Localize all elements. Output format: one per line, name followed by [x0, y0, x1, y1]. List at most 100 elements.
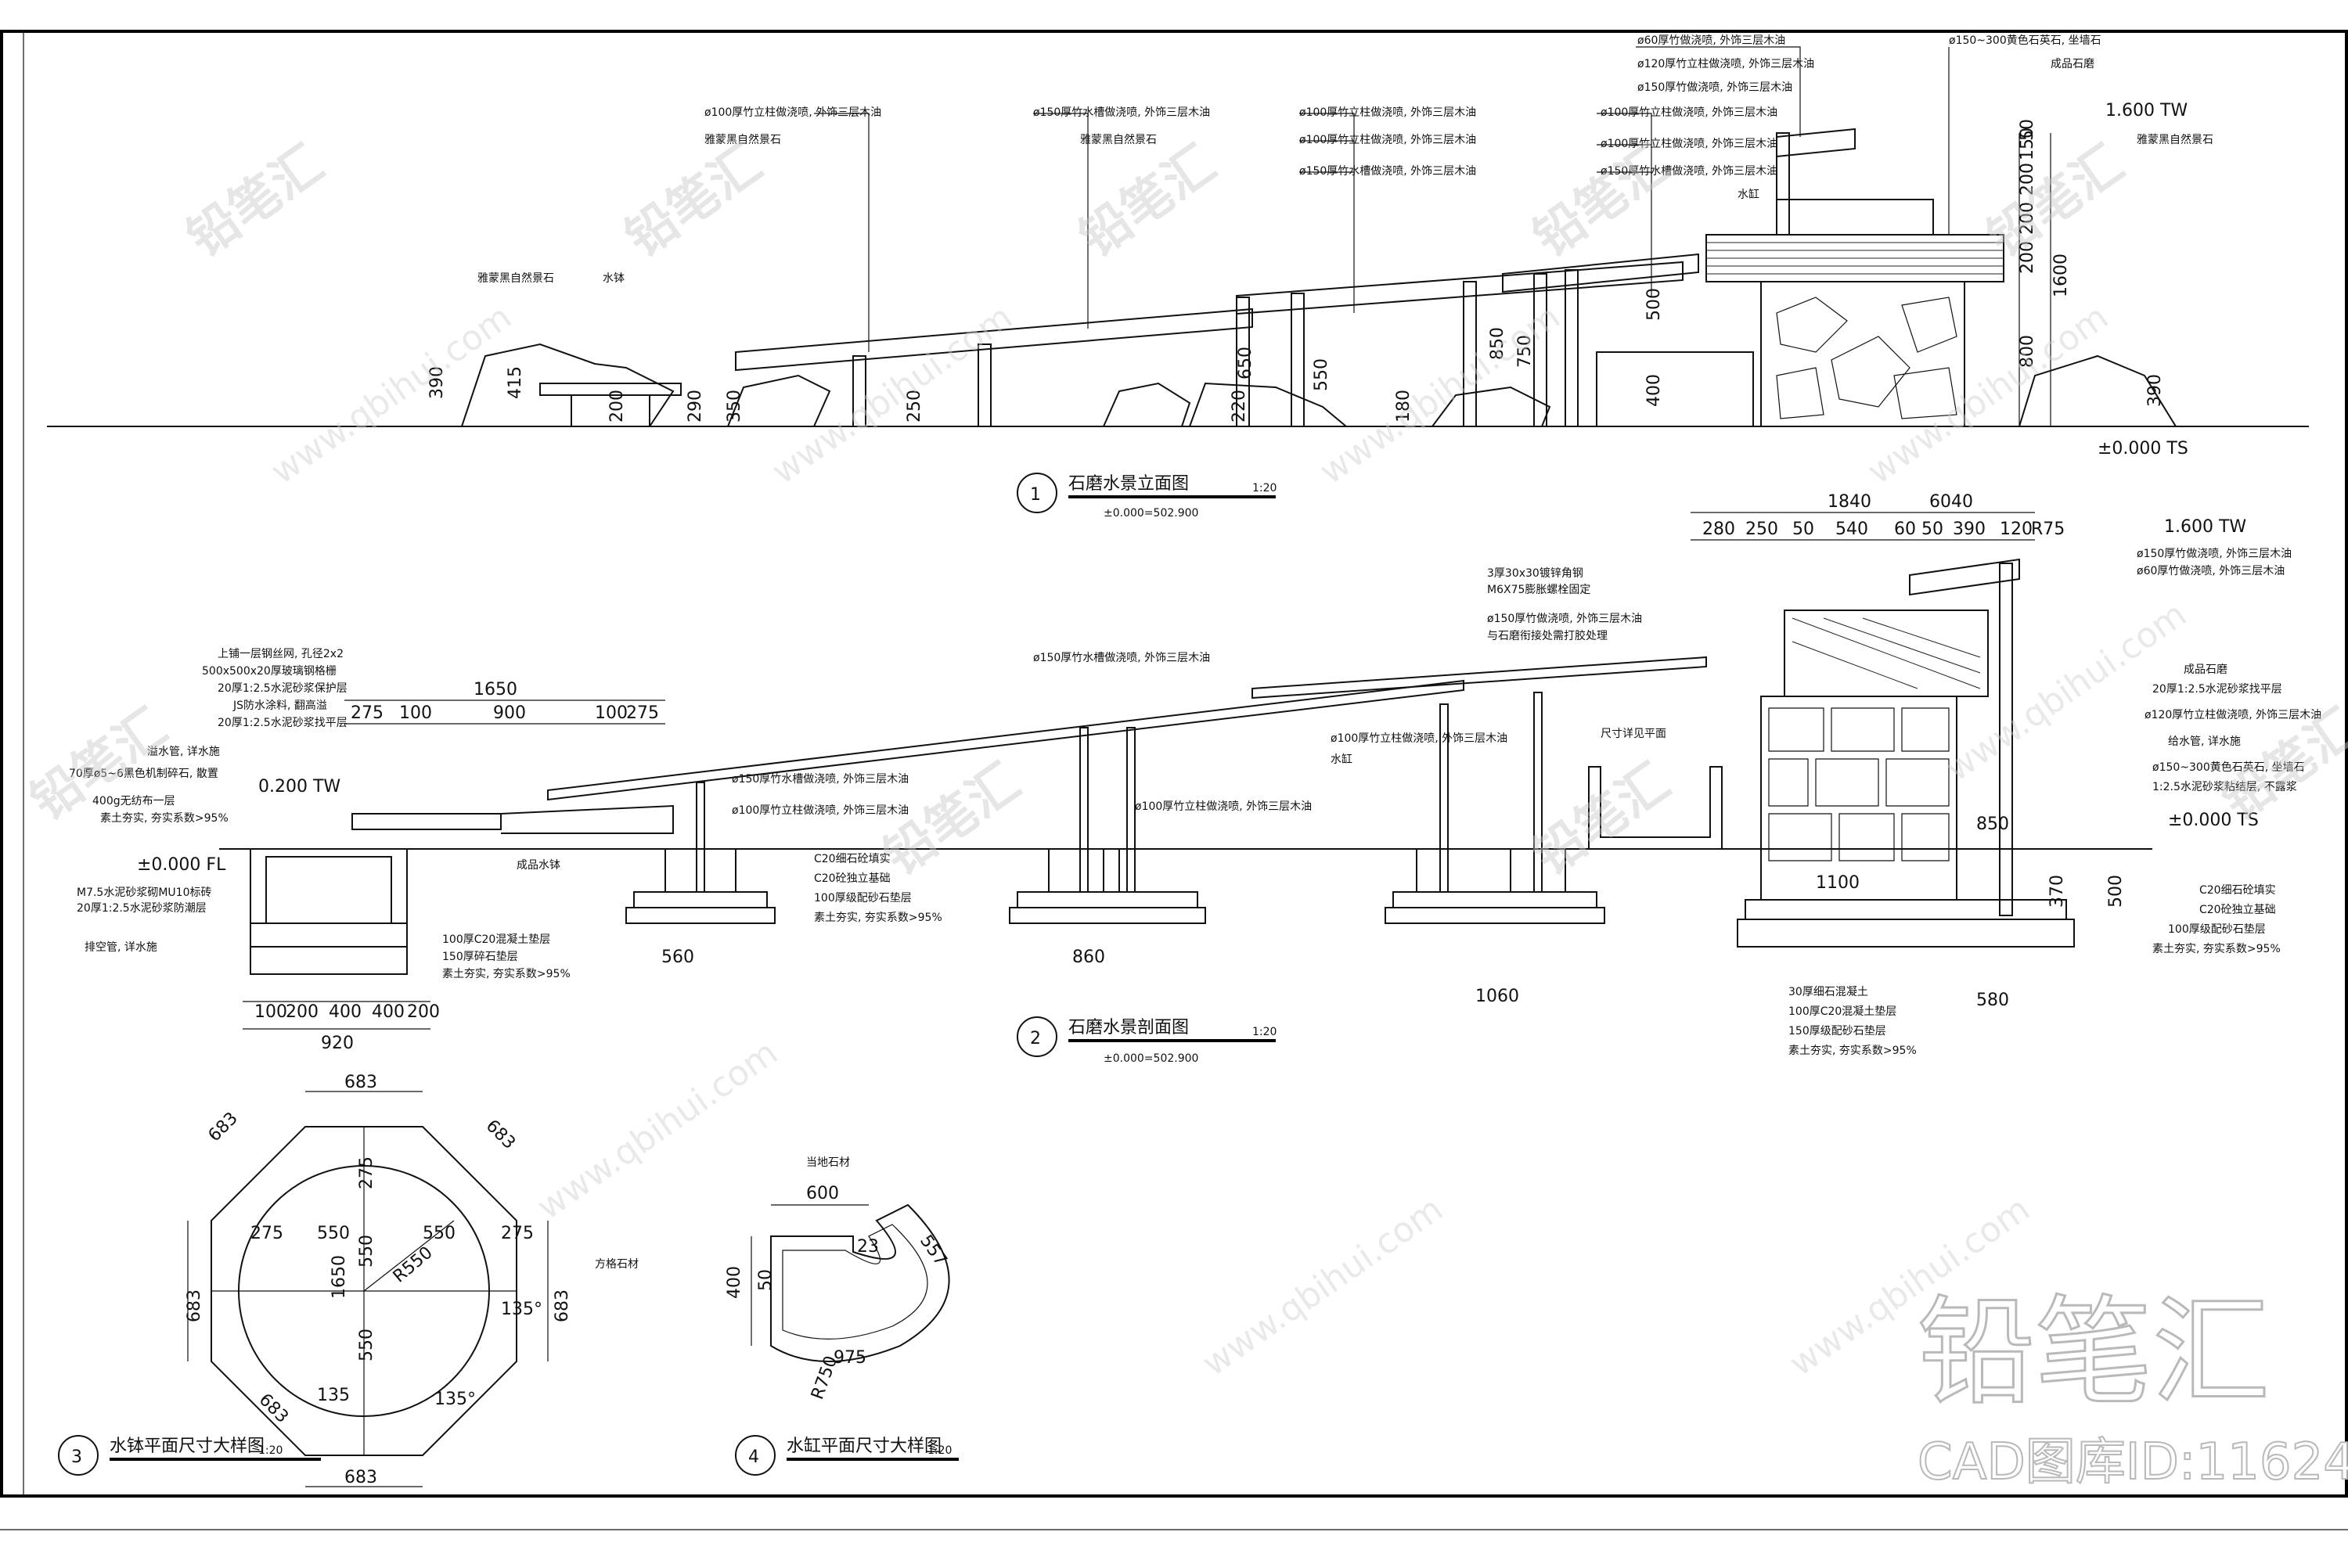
right-notes: 1.600 TW ø150厚竹做浇喷, 外饰三层木油 ø60厚竹做浇喷, 外饰三…	[1788, 517, 2321, 1057]
dim-label: 280	[1702, 520, 1735, 539]
dim-label: 200	[2018, 163, 2037, 196]
note: ø100厚竹立柱做浇喷, 外饰三层木油	[1331, 732, 1507, 745]
natural-rock-1	[460, 343, 675, 427]
tw-level: 0.200 TW	[258, 777, 340, 797]
dim-label: 275	[357, 1156, 376, 1189]
note: M7.5水泥砂浆砌MU10标砖	[77, 886, 211, 899]
dim-label: 683	[344, 1073, 377, 1092]
note: ø150厚竹做浇喷, 外饰三层木油	[1487, 613, 1642, 625]
elev-note: ø150厚竹做浇喷, 外饰三层木油	[1637, 81, 1792, 94]
ts-level: ±0.000 TS	[2098, 439, 2188, 459]
note: 30厚细石混凝土	[1788, 986, 1868, 998]
dim-label: 350	[725, 390, 744, 423]
watermark-brand: 铅笔汇	[1070, 135, 1226, 268]
view-number-circle	[1017, 1016, 1057, 1057]
dim-label: 290	[686, 390, 705, 423]
dim-label: 390	[1953, 520, 1986, 539]
view-scale: 1:20	[1252, 482, 1277, 494]
note: 给水管, 详水施	[2168, 735, 2241, 748]
tank-plan-view: 600 400 50 557 975 R750 23 当地石材 4 水缸平面尺寸…	[725, 1156, 959, 1476]
bowl-pit-wall	[250, 849, 408, 924]
cad-logo-block: 铅笔汇 CAD图库ID:1162410	[1917, 1284, 2348, 1493]
bamboo-post	[852, 355, 866, 427]
note: 100厚C20混凝土垫层	[442, 933, 550, 946]
bamboo-trough-3	[1502, 253, 1699, 293]
note: 1:2.5水泥砂浆粘结层, 不露浆	[2152, 781, 2297, 793]
logo-id: CAD图库ID:1162410	[1918, 1433, 2348, 1491]
note: 素土夯实, 夯实系数>95%	[814, 912, 942, 924]
bamboo-post	[1565, 269, 1579, 427]
bamboo-post	[1236, 297, 1250, 427]
dim-label: 600	[806, 1184, 839, 1203]
view-elev: ±0.000=502.900	[1104, 507, 1198, 520]
note: 素土夯实, 夯实系数>95%	[100, 812, 229, 825]
watermark-url: www.qbihui.com	[765, 297, 1020, 492]
dim-label: 135	[317, 1386, 350, 1405]
note: C20细石砼填实	[2199, 884, 2276, 897]
bamboo-post	[1463, 281, 1477, 427]
natural-rock-6	[2018, 354, 2177, 427]
dim-label: 1840	[1828, 492, 1871, 512]
dim-label: 220	[1230, 390, 1249, 423]
view-number: 4	[748, 1448, 759, 1467]
note: 500x500x20厚玻璃钢格栅	[202, 664, 337, 678]
note: ø60厚竹做浇喷, 外饰三层木油	[2137, 565, 2285, 577]
note: JS防水涂料, 翻高溢	[232, 699, 327, 712]
bowl-pit-gravel	[250, 946, 408, 975]
note: 150厚碎石垫层	[442, 951, 518, 963]
footing-2	[1009, 727, 1206, 924]
natural-rock-2	[726, 374, 831, 427]
note: ø150厚竹水槽做浇喷, 外饰三层木油	[732, 773, 909, 786]
note: 成品石磨	[2184, 664, 2227, 676]
dim-label: 557	[916, 1232, 951, 1270]
dim-label: 683	[205, 1109, 242, 1145]
note: 1.600 TW	[2164, 517, 2246, 537]
watermark-brand: 铅笔汇	[1978, 135, 2134, 268]
dim-label: 50	[1921, 520, 1943, 539]
elev-note: ø100厚竹立柱做浇喷, 外饰三层木油	[704, 106, 881, 119]
dim-label: 400	[329, 1002, 362, 1022]
elevation-view: ø60厚竹做浇喷, 外饰三层木油 ø120厚竹立柱做浇喷, 外饰三层木油 ø15…	[47, 34, 2309, 520]
dim-label: 1100	[1816, 873, 1860, 893]
dim-label: 850	[1488, 327, 1507, 360]
view-number: 1	[1030, 485, 1041, 505]
dim-label: 560	[661, 948, 694, 967]
view-title: 水缸平面尺寸大样图	[787, 1437, 942, 1456]
dim-label: 200	[2018, 241, 2037, 274]
dim-label: 100	[254, 1002, 287, 1022]
elev-note: ø150厚竹水槽做浇喷, 外饰三层木油	[1601, 165, 1777, 178]
elev-note: 雅蒙黑自然景石	[2137, 133, 2213, 146]
dim-label: 683	[553, 1289, 572, 1322]
dim-label: 550	[317, 1224, 350, 1243]
note: 溢水管, 详水施	[147, 746, 220, 758]
dim-label: 750	[1515, 335, 1535, 368]
dim-label: 550	[423, 1224, 456, 1243]
dim-label: 400	[725, 1266, 744, 1299]
tank-inner	[782, 1224, 928, 1340]
elev-note: 雅蒙黑自然景石	[704, 133, 781, 146]
elev-note: 成品石磨	[2051, 58, 2094, 70]
dim-label: 860	[1072, 948, 1105, 967]
note: M6X75膨胀螺栓固定	[1487, 583, 1590, 596]
dim-label: 200	[407, 1002, 440, 1022]
watermark-brand: 铅笔汇	[1524, 135, 1680, 268]
note: 素土夯实, 夯实系数>95%	[1788, 1045, 1917, 1057]
stone-pattern	[1776, 297, 1957, 419]
view-scale: 1:20	[927, 1444, 952, 1457]
note: 素土夯实, 夯实系数>95%	[2152, 943, 2281, 955]
section-trough-1	[547, 679, 1464, 801]
tw-level: 1.600 TW	[2105, 101, 2188, 120]
tank-section	[1588, 766, 1723, 850]
column-gravel	[1737, 919, 2075, 948]
watermark-url: www.qbihui.com	[1860, 297, 2116, 492]
column-footing	[1745, 899, 2067, 920]
note: 70厚ø5~6黑色机制碎石, 散置	[69, 767, 218, 780]
dim-label: 683	[344, 1468, 377, 1487]
note: C20砼独立基础	[2199, 903, 2276, 916]
note: 100厚C20混凝土垫层	[1788, 1005, 1896, 1018]
dim-label: 275	[626, 703, 659, 723]
natural-rock-3	[1102, 382, 1191, 427]
leader-line	[1033, 113, 1089, 329]
dim-label: 50	[756, 1269, 776, 1291]
